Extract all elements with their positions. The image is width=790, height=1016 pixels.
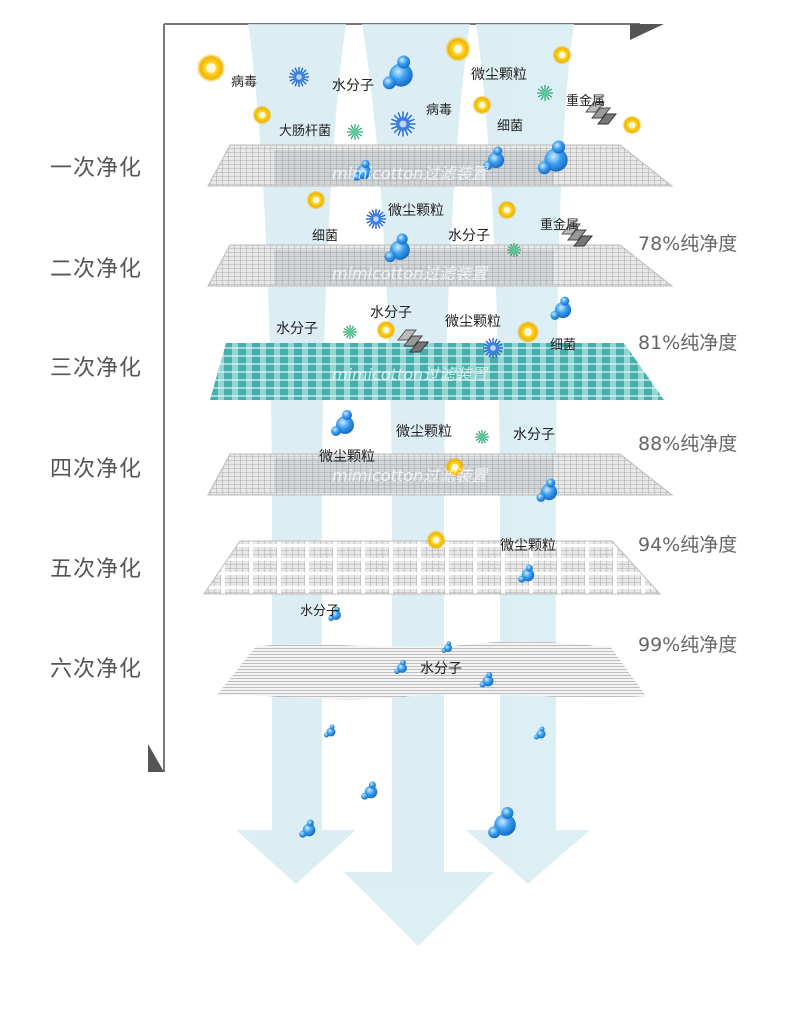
water-molecule-icon	[537, 140, 568, 175]
bacteria-icon	[475, 430, 489, 444]
label-bacteria: 细菌	[497, 119, 524, 134]
label-virus: 病毒	[426, 103, 453, 118]
purity-stage-4: 88%纯净度	[638, 433, 738, 455]
label-water: 水分子	[276, 321, 318, 337]
dust-particle-icon	[497, 200, 517, 220]
label-dust: 微尘颗粒	[471, 67, 527, 83]
water-molecule-icon	[479, 672, 494, 688]
dust-particle-icon	[622, 115, 642, 135]
label-water: 水分子	[300, 604, 340, 619]
dust-particle-icon	[252, 105, 272, 125]
brand-watermark-1: mimicotton过滤装置	[332, 164, 488, 183]
label-water: 水分子	[420, 661, 462, 677]
label-heavy-metal: 重金属	[566, 94, 606, 109]
bacteria-icon	[343, 325, 357, 339]
water-molecule-icon	[534, 726, 546, 740]
purity-stage-5: 94%纯净度	[638, 534, 738, 556]
water-molecule-icon	[518, 564, 535, 583]
stream-sheet-overlay	[274, 150, 554, 492]
filter-layer-4	[207, 453, 674, 496]
label-bacteria: 细菌	[312, 229, 339, 244]
label-water: 水分子	[370, 305, 412, 321]
dust-particle-icon	[426, 530, 446, 550]
dust-particle-icon	[306, 190, 326, 210]
brand-watermark-4: mimicotton过滤装置	[332, 466, 488, 485]
bacteria-icon	[537, 85, 553, 101]
label-dust: 微尘颗粒	[396, 424, 452, 440]
purity-stage-2: 78%纯净度	[638, 233, 738, 255]
label-dust: 微尘颗粒	[319, 449, 375, 465]
water-molecule-icon	[299, 819, 316, 838]
filter-layer-2	[207, 244, 674, 287]
dust-particle-icon	[445, 457, 465, 477]
label-heavy-metal: 重金属	[540, 218, 580, 233]
stage-label-3: 三次净化	[50, 356, 143, 381]
stage-label-4: 四次净化	[50, 457, 143, 482]
virus-icon	[483, 338, 503, 358]
label-water: 水分子	[332, 78, 374, 94]
purity-stage-6: 99%纯净度	[638, 634, 738, 656]
brand-watermark-2: mimicotton过滤装置	[332, 264, 488, 283]
water-molecule-icon	[382, 55, 413, 90]
filter-layer-5	[203, 540, 662, 595]
label-dust: 微尘颗粒	[500, 538, 556, 554]
water-molecule-icon	[441, 641, 453, 653]
water-molecule-icon	[394, 659, 407, 675]
water-molecule-icon	[352, 160, 372, 181]
heavy-metal-icon	[584, 101, 618, 125]
water-molecule-icon	[328, 606, 341, 622]
dust-particle-icon	[516, 320, 540, 344]
axis-arrow-bottom	[148, 744, 164, 772]
water-molecule-icon	[488, 807, 516, 839]
bacteria-icon	[347, 124, 363, 140]
dust-particle-icon	[445, 36, 471, 62]
water-molecule-icon	[361, 781, 378, 800]
label-ecoli: 大肠杆菌	[279, 124, 332, 139]
water-molecule-icon	[384, 233, 410, 263]
virus-icon	[366, 209, 386, 229]
virus-icon	[390, 111, 416, 137]
label-water: 水分子	[448, 228, 490, 244]
dust-particle-icon	[196, 53, 226, 83]
dust-particle-icon	[552, 45, 572, 65]
purity-stage-3: 81%纯净度	[638, 332, 738, 354]
axis-arrow-top	[630, 24, 664, 40]
heavy-metal-icon	[396, 329, 430, 353]
water-molecule-icon	[331, 410, 354, 436]
dust-particle-icon	[472, 95, 492, 115]
filter-layer-6	[216, 641, 646, 700]
label-bacteria: 细菌	[550, 338, 577, 353]
water-molecule-icon	[536, 478, 558, 502]
stage-label-1: 一次净化	[50, 156, 143, 181]
heavy-metal-icon	[560, 223, 594, 247]
water-molecule-icon	[324, 724, 336, 738]
stage-label-2: 二次净化	[50, 257, 143, 282]
stage-label-5: 五次净化	[50, 557, 143, 582]
label-dust: 微尘颗粒	[388, 203, 444, 219]
label-water: 水分子	[513, 427, 555, 443]
filter-layer-3	[210, 343, 664, 400]
dust-particle-icon	[376, 320, 396, 340]
stage-label-6: 六次净化	[50, 657, 143, 682]
virus-icon	[289, 67, 309, 87]
water-molecule-icon	[550, 296, 572, 320]
label-dust: 微尘颗粒	[445, 314, 501, 330]
brand-watermark-3: mimicotton过滤装置	[332, 365, 488, 384]
bacteria-icon	[507, 243, 521, 257]
water-molecule-icon	[483, 146, 505, 170]
label-virus: 病毒	[231, 75, 258, 90]
